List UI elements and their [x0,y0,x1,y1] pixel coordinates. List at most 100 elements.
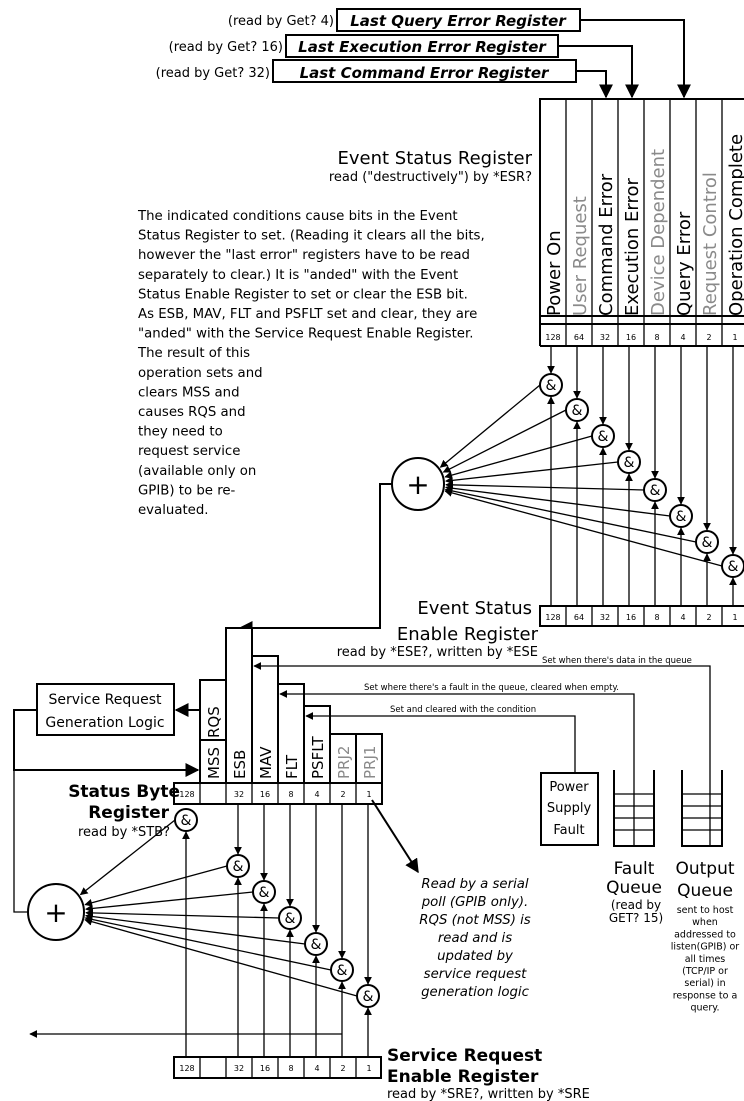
service-request-generation-logic: Service Request Generation Logic [36,683,175,736]
esr-bit-label: Command Error [596,173,617,316]
last-execution-error-label: Last Execution Error Register [298,38,547,56]
status-byte-subtitle: read by *STB? [78,825,170,840]
psf-line1: Power [549,780,589,795]
srq-logic-line1: Service Request [48,692,162,708]
output-queue-note-line: response to a [673,990,738,1001]
esr-weight: 2 [706,333,711,342]
sb-weight: 1 [366,790,371,799]
description-text: The indicated conditions cause bits in t… [137,209,485,518]
fault-queue-stack [613,770,655,847]
sb-and-gates: &&&&&&& [13,770,419,1057]
esr-and-symbol: & [676,509,687,525]
esr-and-symbol: & [728,559,739,575]
esr-and-symbol: & [598,429,609,445]
output-queue-note-line: listen(GPIB) or [671,942,739,953]
sb-or-symbol: + [44,896,67,929]
description-line: request service [138,444,240,459]
sb-bit-label: PSFLT [309,736,327,779]
sb-and-symbol: & [311,937,322,953]
description-line: Status Enable Register to set or clear t… [138,287,468,302]
last-query-error-read-note: (read by Get? 4) [228,14,334,29]
sb-and-symbol: & [259,885,270,901]
esr-weight: 16 [626,333,636,342]
esr-weight: 8 [654,333,659,342]
sb-and-symbol: & [181,813,192,829]
description-line: The indicated conditions cause bits in t… [137,209,458,224]
serial-poll-line: Read by a serial [421,877,529,892]
sb-weight: 16 [260,790,270,799]
ese-weight: 1 [732,613,737,622]
serial-poll-line: read and is [438,931,512,946]
description-line: however the "last error" registers have … [138,248,470,263]
esr-or-gate: + [391,457,445,511]
psf-line2: Supply [547,801,592,816]
esr-or-symbol: + [406,468,429,501]
description-line: separately to clear.) It is "anded" with… [138,268,458,283]
sre-weight: 32 [234,1064,244,1073]
last-command-error-register: (read by Get? 32) Last Command Error Reg… [156,59,577,83]
sb-bit-label: FLT [283,754,301,779]
serial-poll-line: poll (GPIB only). [421,895,529,910]
sb-weight: 128 [179,790,194,799]
sb-bit-label: PRJ2 [335,746,353,779]
fault-queue-note: Set where there's a fault in the queue, … [364,683,619,693]
ese-weight: 32 [600,613,610,622]
sre-weight: 16 [260,1064,270,1073]
description-line: As ESB, MAV, FLT and PSFLT set and clear… [138,307,477,322]
esr-bit-label: Device Dependent [648,149,669,316]
esr-and-symbol: & [702,535,713,551]
output-queue-line1: Output [675,859,734,879]
sb-and-symbol: & [337,963,348,979]
output-queue-note-line: addressed to [674,929,736,940]
sb-and-symbol: & [233,859,244,875]
sb-and-symbol: & [285,911,296,927]
output-queue-note: Set when there's data in the queue [542,656,692,666]
last-command-error-label: Last Command Error Register [300,64,550,82]
serial-poll-line: RQS (not MSS) is [419,913,531,928]
esr-bit-label: Request Control [700,172,721,316]
serial-poll-line: generation logic [421,985,530,1000]
output-queue-note-line: query. [690,1003,719,1014]
ese-weight: 128 [545,613,560,622]
ese-weight: 4 [680,613,685,622]
output-queue-stack [681,770,723,847]
esr-and-gates: &&&&&&&& [238,347,744,635]
sre-weight: 8 [288,1064,293,1073]
description-line: "anded" with the Service Request Enable … [138,327,473,342]
esr-bit-label: Execution Error [622,177,643,316]
esr-bit-label: Query Error [674,211,695,316]
esr-weight: 64 [574,333,584,342]
esr-and-symbol: & [572,403,583,419]
esr-bit-label: User Request [570,196,591,316]
esr-weight: 128 [545,333,560,342]
sre-title-line2: Enable Register [387,1067,539,1087]
power-supply-fault-box: Power Supply Fault [540,772,599,846]
description-line: evaluated. [138,503,209,518]
sre-title-line1: Service Request [387,1046,542,1066]
output-queue-note-line: (TCP/IP or [682,966,728,977]
psf-line3: Fault [553,823,584,838]
sre-weight: 2 [340,1064,345,1073]
sb-bit-label: MAV [257,746,275,779]
esr-weight: 32 [600,333,610,342]
ese-subtitle: read by *ESE?, written by *ESE [337,645,538,660]
esr-and-symbol: & [546,378,557,394]
esr-and-symbol: & [650,483,661,499]
description-line: GPIB) to be re- [138,483,236,498]
description-line: (available only on [138,464,256,479]
power-fault-note: Set and cleared with the condition [390,705,536,715]
status-byte-title-line2: Register [88,803,169,823]
output-queue-line2: Queue [677,881,733,901]
last-query-error-label: Last Query Error Register [350,12,567,30]
fault-queue-line3: (read by [611,898,661,912]
sre-weight: 128 [179,1064,194,1073]
last-command-error-read-note: (read by Get? 32) [156,66,270,81]
srq-logic-line2: Generation Logic [45,715,164,731]
ese-weight: 8 [654,613,659,622]
last-execution-error-read-note: (read by Get? 16) [169,40,283,55]
